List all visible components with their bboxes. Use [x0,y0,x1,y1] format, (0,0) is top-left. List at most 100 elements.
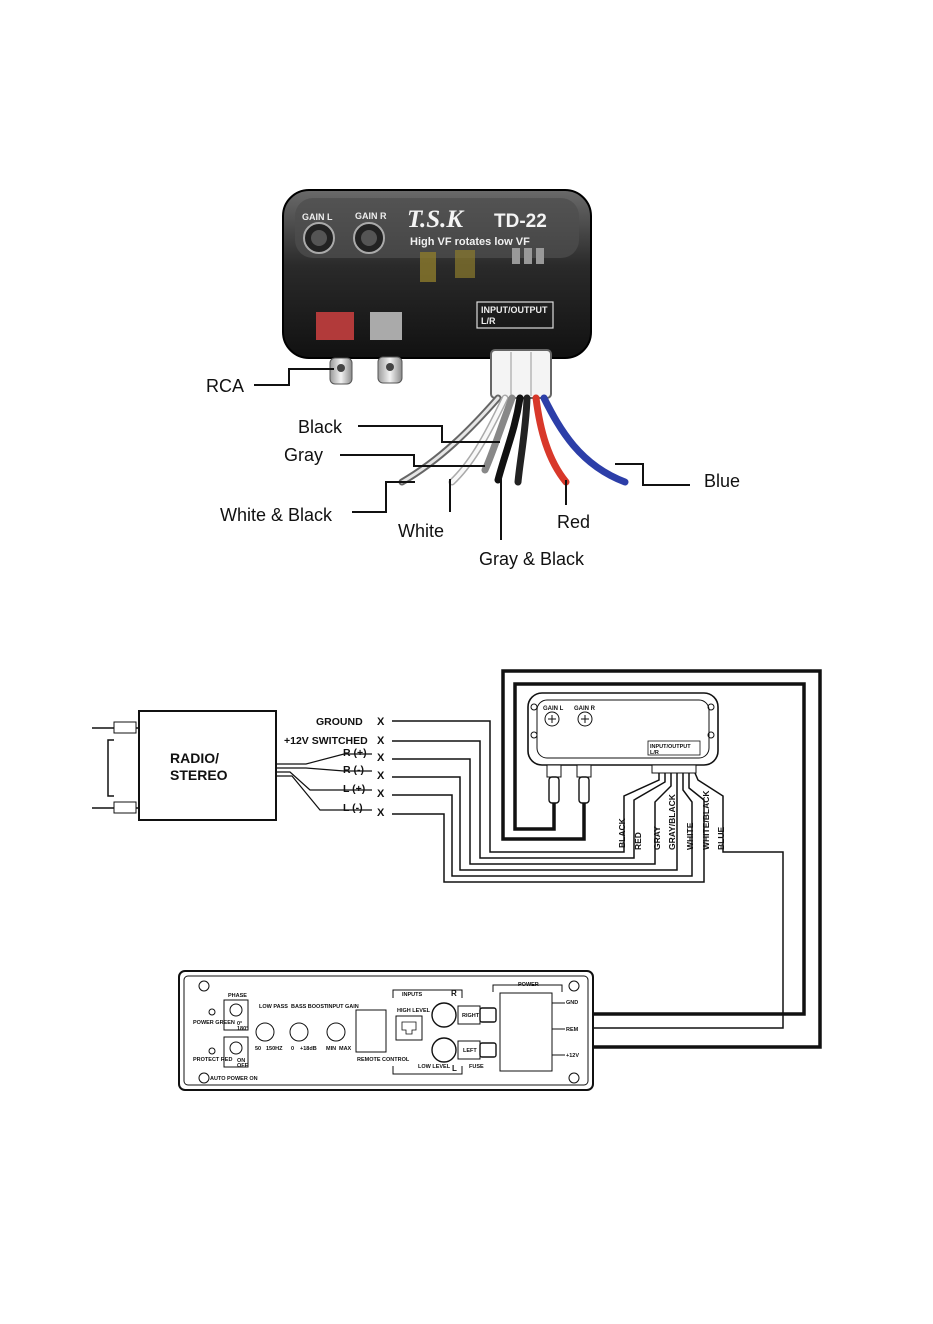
inner-pcb-yellow-2 [455,250,475,278]
rca-plug-right-amp[interactable] [479,1007,497,1023]
radio-label-1: RADIO/ [170,750,219,766]
diagram-gain-l-knob[interactable] [544,711,560,727]
photo-wire-black [494,394,524,484]
photo-gain-l-label: GAIN L [302,212,333,222]
power-label: POWER [518,982,539,988]
converter-outline-inner [536,699,710,759]
x-marker-12v: X [377,735,385,747]
wire-white [392,773,693,877]
low-pass-min: 50 [255,1046,261,1052]
photo-callouts: RCA Black Gray White & Black White Gray … [206,368,740,569]
v12-label: +12V [566,1053,579,1059]
left-label: LEFT [463,1048,477,1054]
phase-180: 180° [237,1026,248,1032]
terminal-l-plus: L (+) [343,783,365,795]
terminal-ground: GROUND [316,716,363,728]
high-level-label: HIGH LEVEL [397,1008,431,1014]
amp-phase-label: PHASE [228,993,247,999]
callout-rca: RCA [206,376,244,396]
auto-off: OFF [237,1063,249,1069]
wire-black [392,720,660,853]
protect-red-label: PROTECT RED [193,1057,232,1063]
photo-wire-red [532,394,570,486]
low-pass-max: 150HZ [266,1046,283,1052]
wire-labels: BLACK RED GRAY GRAY/BLACK WHITE WHITE/BL… [617,790,726,850]
fuse-label: FUSE [469,1064,484,1070]
input-l-label: L [452,1064,457,1073]
photo-io-box [476,301,554,329]
photo-subtitle: High VF rotates low VF [410,236,530,248]
radio-box [138,710,277,821]
input-r-label: R [451,989,457,998]
amp-inner [183,975,589,1086]
power-terminal-block[interactable] [499,992,553,1072]
diagram-gain-r-knob[interactable] [577,711,593,727]
diagram-gain-l: GAIN L [543,706,564,712]
inner-red-jack [316,312,354,340]
x-marker-l-minus: X [377,807,385,819]
wire-label-red: RED [633,832,643,850]
input-gain-knob[interactable] [326,1022,346,1042]
rca-input-right[interactable] [431,1002,457,1028]
rca-jack-left[interactable] [329,357,353,385]
gain-max: MAX [339,1046,352,1052]
rca-plug-left-amp[interactable] [479,1042,497,1058]
right-label: RIGHT [462,1013,480,1019]
gain-l-knob[interactable] [303,222,335,254]
inner-white-jack [370,312,402,340]
x-marker-r-plus: X [377,752,385,764]
wire-red [392,740,666,859]
rem-label: REM [566,1027,579,1033]
converter-photo: GAIN L GAIN R T.S.K TD-22 High VF rotate… [282,189,629,486]
amplifier-panel: PHASE 0° 180° ON OFF POWER GREEN PROTECT… [178,970,594,1091]
rca-input-left[interactable] [431,1037,457,1063]
photo-io-label-1: INPUT/OUTPUT [481,305,548,315]
converter-outline-outer [527,692,719,766]
wire-label-gray: GRAY [652,826,662,850]
photo-gain-r-label: GAIN R [355,211,387,221]
rca-cable-right [494,669,822,1049]
high-level-port[interactable] [395,1015,423,1041]
bass-min: 0 [291,1046,294,1052]
bass-boost-knob[interactable] [289,1022,309,1042]
low-pass-label: LOW PASS [259,1004,288,1010]
rca-cable-left [494,682,806,1016]
auto-power-on-label: AUTO POWER ON [210,1076,258,1082]
radio-label-2: STEREO [170,767,228,783]
low-level-label: LOW LEVEL [418,1064,451,1070]
radio-output-wires [276,753,372,811]
low-pass-knob[interactable] [255,1022,275,1042]
photo-brand: T.S.K [407,206,465,233]
wire-label-white: WHITE [685,822,695,850]
x-marker-ground: X [377,716,385,728]
terminal-12v-switched: +12V SWITCHED [284,735,368,747]
remote-control-port[interactable] [355,1009,387,1053]
terminal-l-minus: L (-) [343,802,363,814]
rca-jack-right[interactable] [377,356,403,384]
power-green-label: POWER GREEN [193,1020,235,1026]
wire-harness-connector[interactable] [490,349,552,399]
gain-r-knob[interactable] [353,222,385,254]
inner-pcb-yellow [420,252,436,282]
inner-dip-2 [524,248,532,264]
bass-max: +18dB [300,1046,317,1052]
auto-on: ON [237,1058,245,1064]
wire-label-gray-black: GRAY/BLACK [667,793,677,850]
inner-dip-3 [536,248,544,264]
terminal-r-plus: R (+) [343,747,367,759]
gain-min: MIN [326,1046,336,1052]
callout-gray: Gray [284,445,323,465]
wire-label-black: BLACK [617,817,627,848]
gnd-label: GND [566,1000,578,1006]
system-wiring [392,669,822,1049]
phase-switch[interactable] [223,999,249,1031]
photo-wires [398,394,629,486]
callout-white: White [398,521,444,541]
x-marker-r-minus: X [377,770,385,782]
callout-blue: Blue [704,471,740,491]
diagram-rca-plug-left[interactable] [548,776,560,804]
input-gain-label: INPUT GAIN [327,1004,359,1010]
wire-blue [565,772,784,1029]
diagram-rca-plug-right[interactable] [578,776,590,804]
